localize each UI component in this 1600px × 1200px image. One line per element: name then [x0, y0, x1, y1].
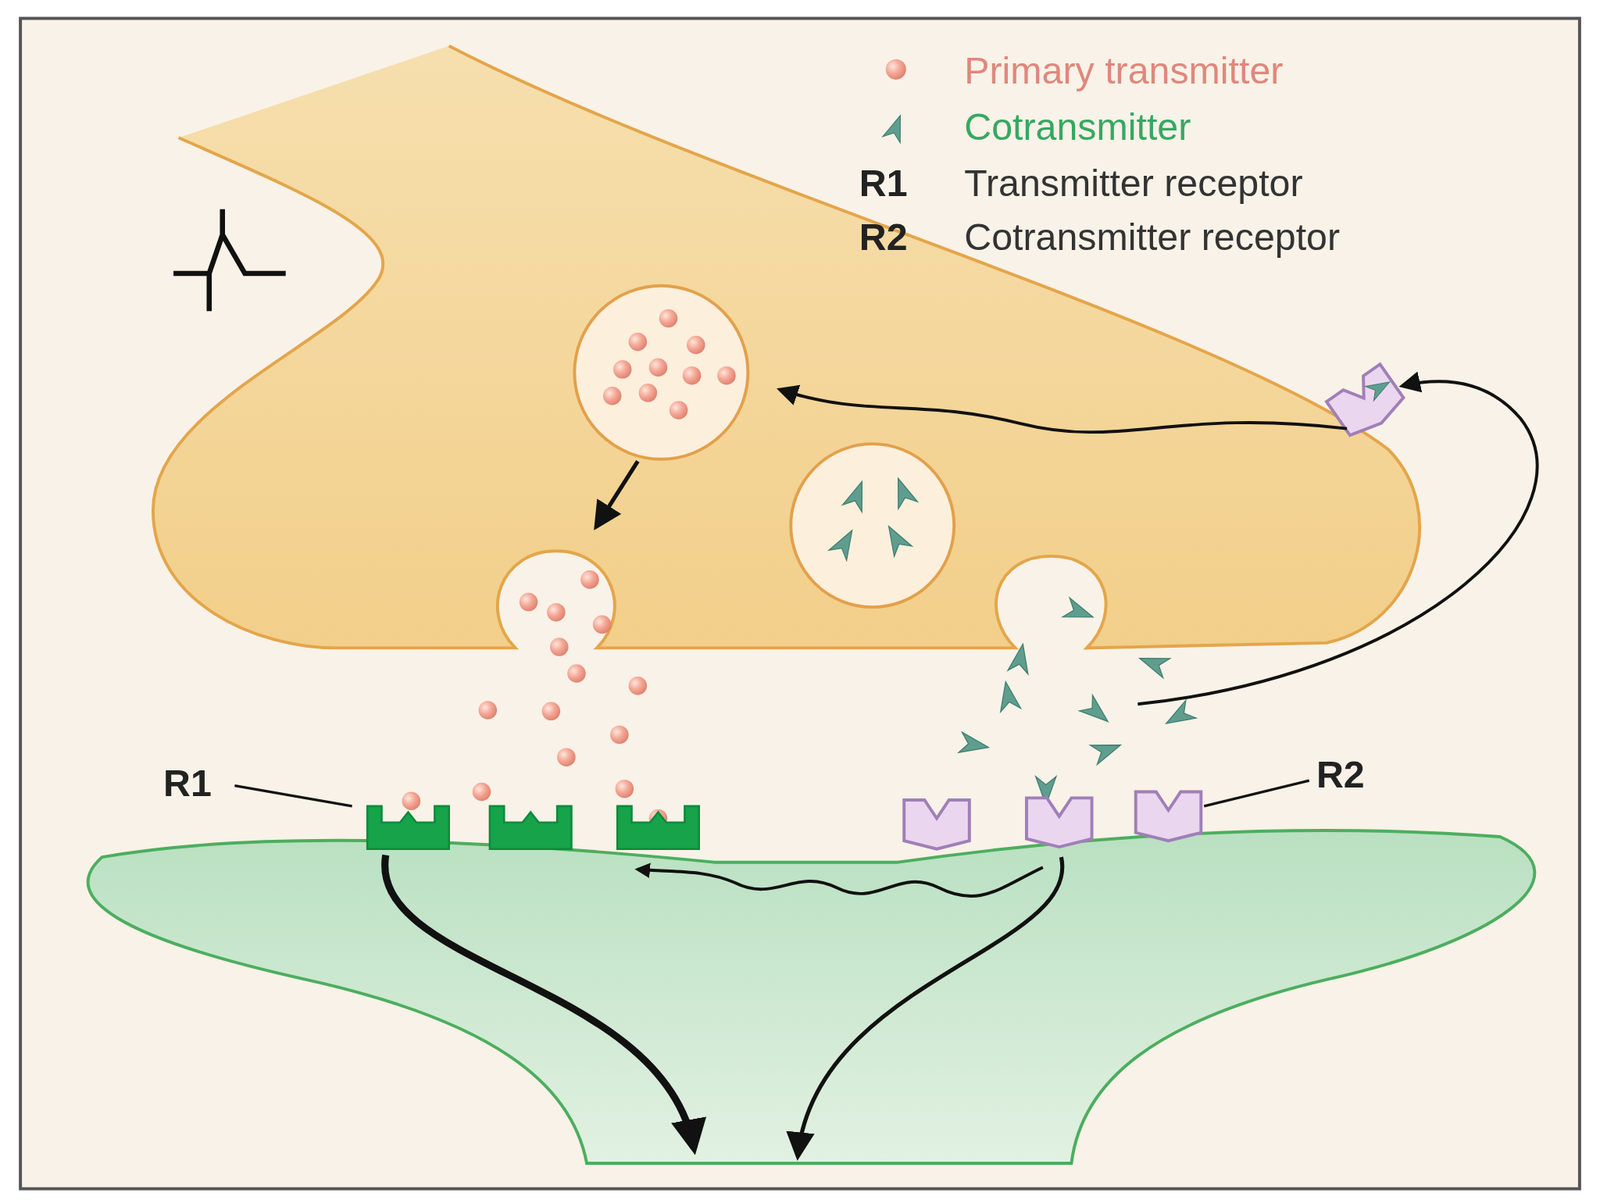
cotransmitter-receptors [903, 792, 1201, 850]
legend-text: Transmitter receptor [964, 163, 1303, 204]
leader-line [1203, 780, 1310, 807]
autoreceptor [1326, 364, 1408, 442]
primary-transmitter-molecules [402, 309, 736, 829]
postsynaptic-neuron [88, 830, 1536, 1164]
transmitter-vesicle [574, 285, 748, 460]
presynaptic-membrane [153, 46, 1420, 649]
leader-line [234, 785, 352, 807]
bound-cotransmitter [1365, 375, 1394, 401]
legend-triangle [882, 112, 909, 143]
receptor-label: R2 [859, 217, 908, 258]
signal-arrows [385, 381, 1538, 1155]
action-potential-symbol [173, 209, 286, 312]
receptor-label: R2 [1316, 755, 1365, 797]
frame [20, 18, 1580, 1190]
presynaptic-terminal [153, 46, 1420, 649]
cotransmitter-vesicle [790, 443, 954, 608]
receptor-label: R1 [163, 763, 212, 804]
transmitter-receptors [367, 806, 699, 850]
receptor-label: R1 [859, 163, 908, 204]
legend-text: Cotransmitter receptor [964, 217, 1340, 258]
legend-dot [885, 59, 907, 80]
legend-text: Primary transmitter [964, 50, 1283, 92]
cotransmitter-molecules [828, 475, 1197, 806]
legend-text: Cotransmitter [964, 107, 1191, 148]
